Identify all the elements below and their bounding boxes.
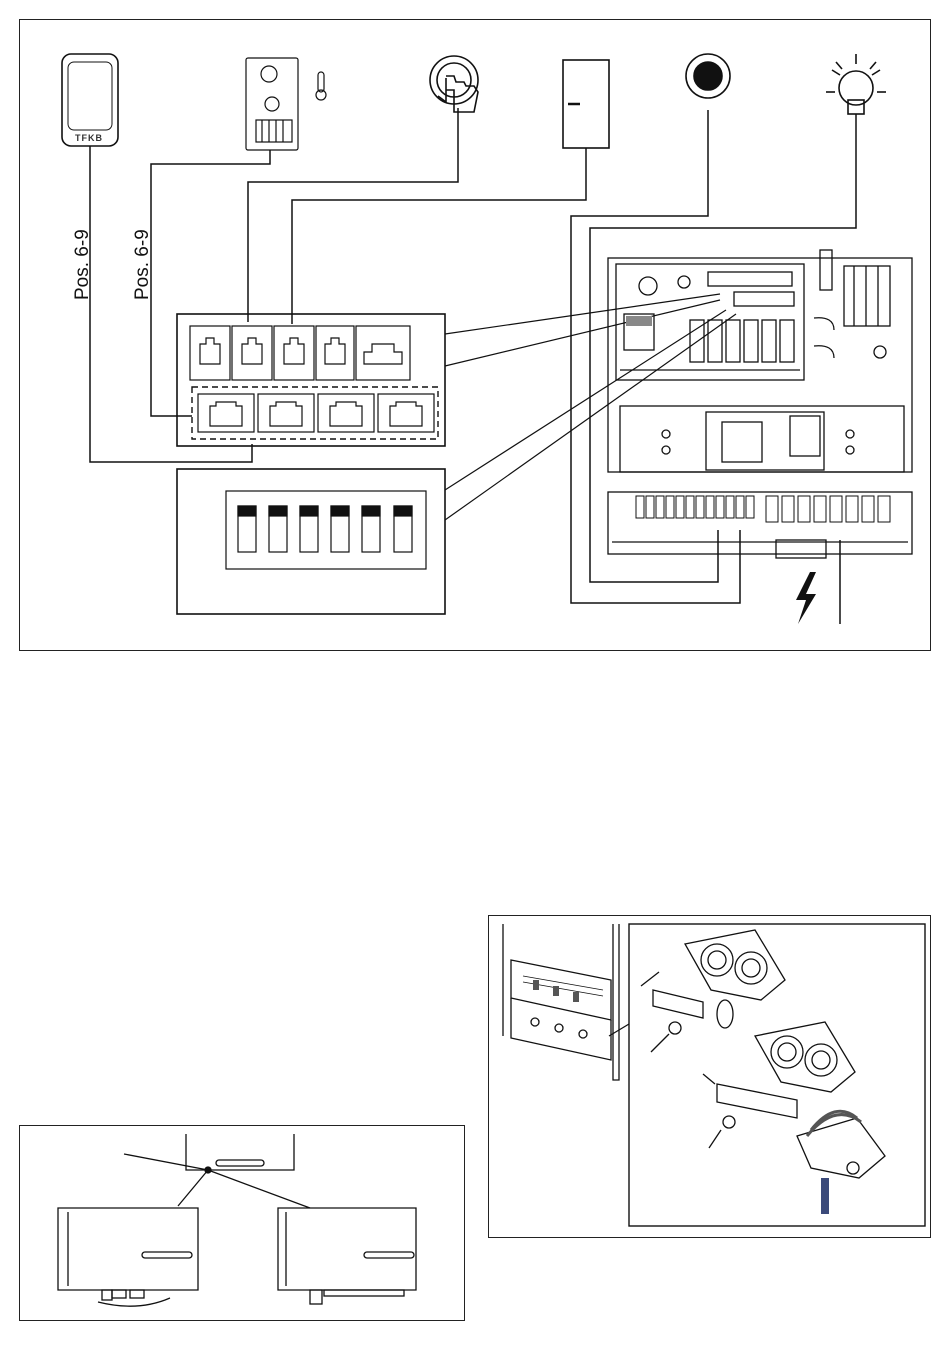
wiring-diagram-panel: TFKB [19,19,931,651]
connector-detail [177,314,445,446]
housing-side-view [503,924,629,1080]
reader-logo: TFKB [75,133,103,143]
label-pos-right: Pos. 6-9 [132,229,153,300]
foot-view-right [278,1208,416,1304]
push-button-icon [430,56,478,112]
control-unit [608,250,912,558]
foot-view-left [58,1208,198,1306]
lamp-icon [826,54,886,114]
strain-relief-svg [489,916,932,1239]
mounting-detail-svg [20,1126,466,1322]
temperature-sensor-board-icon [246,58,326,150]
door-contact-icon [563,60,609,148]
cable-clamp-lower [703,1022,885,1214]
strain-relief-panel [488,915,931,1238]
dip-switch-detail [177,469,445,614]
lightning-icon [796,572,816,624]
wires [90,108,856,624]
card-reader-icon: TFKB [62,54,118,146]
mounting-detail-panel [19,1125,465,1321]
wiring-diagram-svg: TFKB [20,20,932,652]
round-button-icon [686,54,730,98]
housing-top-view [124,1134,310,1208]
